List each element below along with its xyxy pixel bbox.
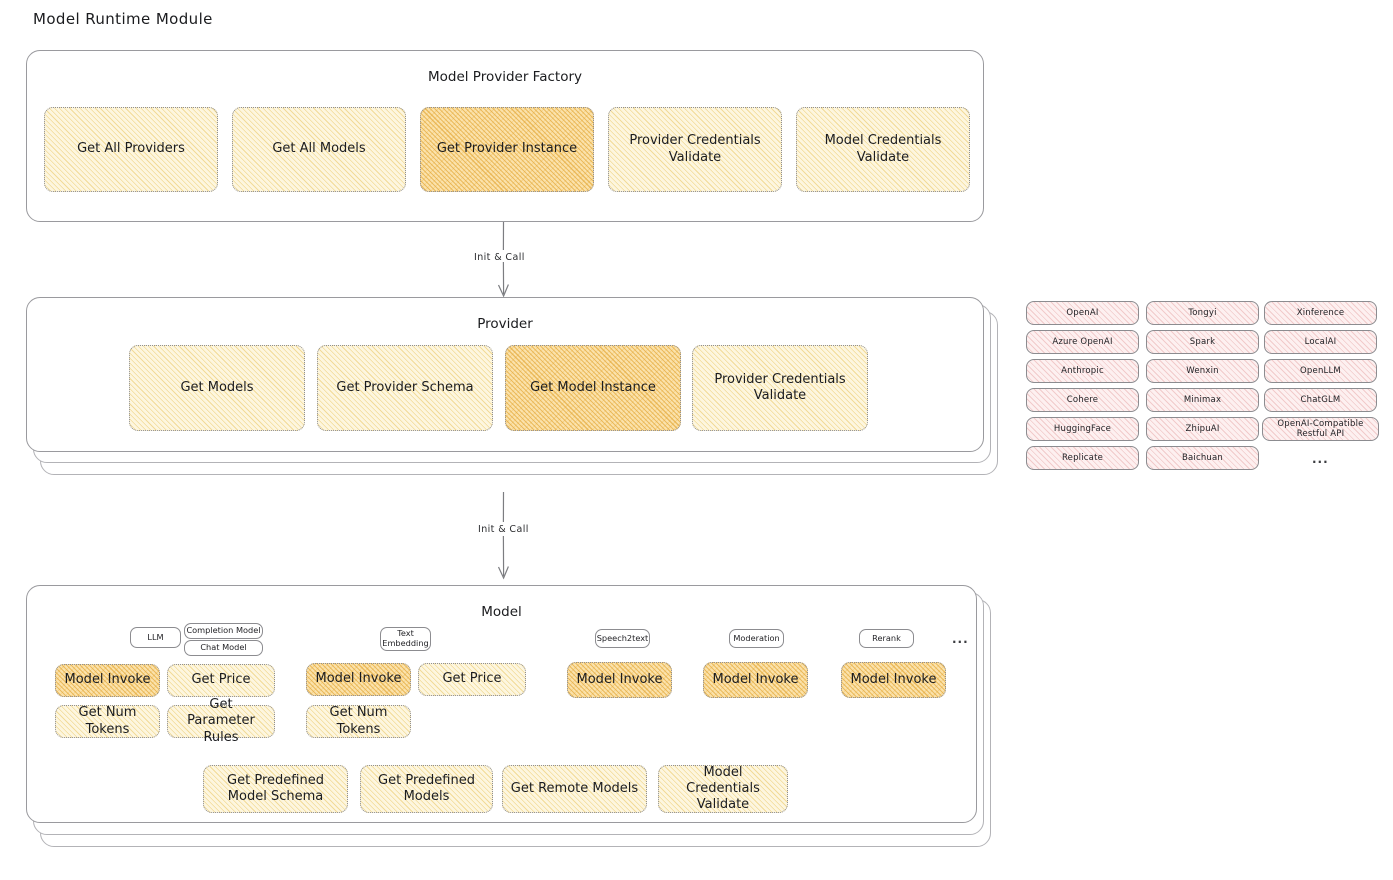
op-get-all-models[interactable]: Get All Models (232, 107, 406, 192)
model-type-badge-rerank[interactable]: Rerank (859, 629, 914, 648)
op-get-models[interactable]: Get Models (129, 345, 305, 431)
model-type-badge-moderation[interactable]: Moderation (729, 629, 784, 648)
op-get-provider-instance[interactable]: Get Provider Instance (420, 107, 594, 192)
op-llm-model-invoke[interactable]: Model Invoke (55, 664, 160, 697)
provider-tag-zhipuai[interactable]: ZhipuAI (1146, 417, 1259, 441)
model-type-badge-speech2text[interactable]: Speech2text (595, 629, 650, 648)
op-text-embedding-get-num-tokens[interactable]: Get Num Tokens (306, 705, 411, 738)
provider-tag-huggingface[interactable]: HuggingFace (1026, 417, 1139, 441)
op-text-embedding-get-price[interactable]: Get Price (418, 663, 526, 696)
op-llm-get-price[interactable]: Get Price (167, 664, 275, 697)
provider-tag-tongyi[interactable]: Tongyi (1146, 301, 1259, 325)
provider-tag-wenxin[interactable]: Wenxin (1146, 359, 1259, 383)
op-llm-get-parameter-rules[interactable]: Get Parameter Rules (167, 697, 275, 745)
model-type-badge-llm[interactable]: LLM (130, 627, 181, 648)
model-title: Model (481, 604, 522, 620)
op-speech2text-model-invoke[interactable]: Model Invoke (567, 662, 672, 698)
provider-tag-xinference[interactable]: Xinference (1264, 301, 1377, 325)
op-model-credentials-validate[interactable]: Model Credentials Validate (796, 107, 970, 192)
op-rerank-model-invoke[interactable]: Model Invoke (841, 662, 946, 698)
provider-tag-minimax[interactable]: Minimax (1146, 388, 1259, 412)
provider-tag-chatglm[interactable]: ChatGLM (1264, 388, 1377, 412)
page-title: Model Runtime Module (33, 10, 213, 28)
provider-tag-spark[interactable]: Spark (1146, 330, 1259, 354)
op-text-embedding-model-invoke[interactable]: Model Invoke (306, 663, 411, 696)
op-get-predefined-models[interactable]: Get Predefined Models (360, 765, 493, 813)
provider-tag-anthropic[interactable]: Anthropic (1026, 359, 1139, 383)
model-provider-factory-title: Model Provider Factory (427, 69, 582, 85)
arrow-1-icon (497, 221, 509, 298)
op-get-predefined-model-schema[interactable]: Get Predefined Model Schema (203, 765, 348, 813)
op-get-all-providers[interactable]: Get All Providers (44, 107, 218, 192)
provider-title: Provider (477, 316, 533, 332)
arrow-factory-to-provider (470, 221, 540, 302)
op-model-credentials-validate-2[interactable]: Model Credentials Validate (658, 765, 788, 813)
op-get-model-instance[interactable]: Get Model Instance (505, 345, 681, 431)
model-type-badge-text-embedding[interactable]: Text Embedding (380, 627, 431, 651)
op-provider-credentials-validate[interactable]: Provider Credentials Validate (608, 107, 782, 192)
provider-tag-openllm[interactable]: OpenLLM (1264, 359, 1377, 383)
model-subtype-badge-chat-model[interactable]: Chat Model (184, 640, 263, 656)
provider-tag-baichuan[interactable]: Baichuan (1146, 446, 1259, 470)
arrow-2-label: Init & Call (478, 524, 529, 535)
arrow-2-icon (497, 491, 509, 580)
op-provider-credentials-validate-2[interactable]: Provider Credentials Validate (692, 345, 868, 431)
model-types-more-ellipsis: ... (952, 632, 969, 646)
op-moderation-model-invoke[interactable]: Model Invoke (703, 662, 808, 698)
provider-tag-azure-openai[interactable]: Azure OpenAI (1026, 330, 1139, 354)
provider-tag-localai[interactable]: LocalAI (1264, 330, 1377, 354)
provider-tags-more-ellipsis: ... (1312, 452, 1329, 466)
model-subtype-badge-completion-model[interactable]: Completion Model (184, 623, 263, 639)
provider-tag-cohere[interactable]: Cohere (1026, 388, 1139, 412)
provider-tag-openai[interactable]: OpenAI (1026, 301, 1139, 325)
arrow-1-label: Init & Call (474, 252, 525, 263)
op-llm-get-num-tokens[interactable]: Get Num Tokens (55, 705, 160, 738)
op-get-provider-schema[interactable]: Get Provider Schema (317, 345, 493, 431)
op-get-remote-models[interactable]: Get Remote Models (502, 765, 647, 813)
provider-tag-openai-compatible-restful-api[interactable]: OpenAI-Compatible Restful API (1262, 417, 1379, 441)
arrow-provider-to-model (470, 491, 540, 584)
provider-tag-replicate[interactable]: Replicate (1026, 446, 1139, 470)
model-card: Model (26, 585, 977, 823)
